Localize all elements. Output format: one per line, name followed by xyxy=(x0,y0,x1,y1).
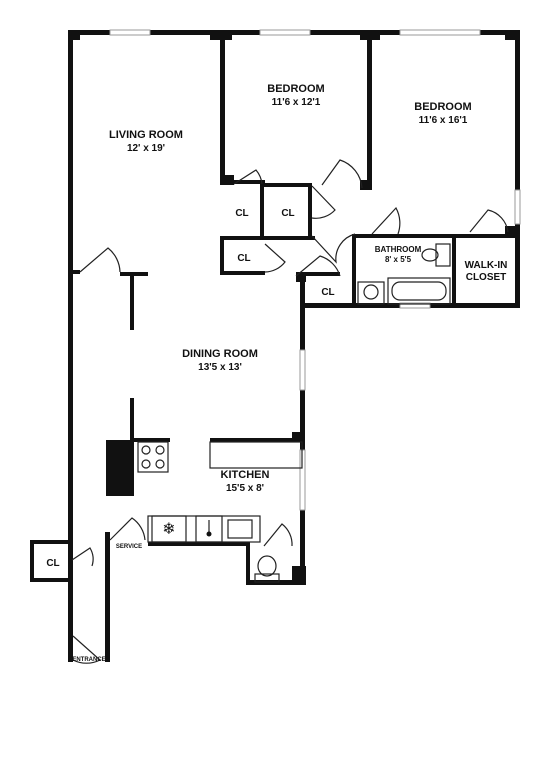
snowflake-icon: ❄ xyxy=(151,515,187,543)
toilet-icon xyxy=(254,555,280,583)
windows xyxy=(109,29,521,511)
door-swings xyxy=(71,159,509,664)
walk-in-closet-label-1: WALK-IN xyxy=(465,260,508,271)
svg-text:❄: ❄ xyxy=(162,519,175,538)
bathroom-label: BATHROOM xyxy=(375,245,422,254)
stove-icon xyxy=(137,441,169,473)
living-room-size: 12' x 19' xyxy=(127,143,165,154)
kitchen-fixtures: ❄ xyxy=(137,441,303,543)
toilet-icon xyxy=(357,281,385,305)
bedroom-1-label: BEDROOM xyxy=(267,83,324,95)
closet-label: CL xyxy=(321,287,334,298)
closet-label: CL xyxy=(46,558,59,569)
dining-room-size: 13'5 x 13' xyxy=(198,362,242,373)
kitchen-size: 15'5 x 8' xyxy=(226,483,264,494)
bathroom-size: 8' x 5'5 xyxy=(385,255,412,264)
dining-room-label: DINING ROOM xyxy=(182,348,258,360)
toilet-icon xyxy=(421,243,451,267)
bedroom-2-size: 11'6 x 16'1 xyxy=(419,115,468,126)
closet-label: CL xyxy=(281,208,294,219)
bedroom-2-label: BEDROOM xyxy=(414,101,471,113)
service-door-label: SERVICE xyxy=(116,544,142,550)
living-room-label: LIVING ROOM xyxy=(109,129,183,141)
closet-label: CL xyxy=(235,208,248,219)
bedroom-1-size: 11'6 x 12'1 xyxy=(272,97,321,108)
bathroom-fixtures xyxy=(254,243,451,583)
kitchen-label: KITCHEN xyxy=(221,469,270,481)
bathtub-icon xyxy=(387,277,451,305)
entrance-door-label: ENTRANCE xyxy=(72,657,105,663)
sink-icon xyxy=(195,515,253,543)
walk-in-closet-label-2: CLOSET xyxy=(466,272,507,283)
closet-label: CL xyxy=(237,253,250,264)
